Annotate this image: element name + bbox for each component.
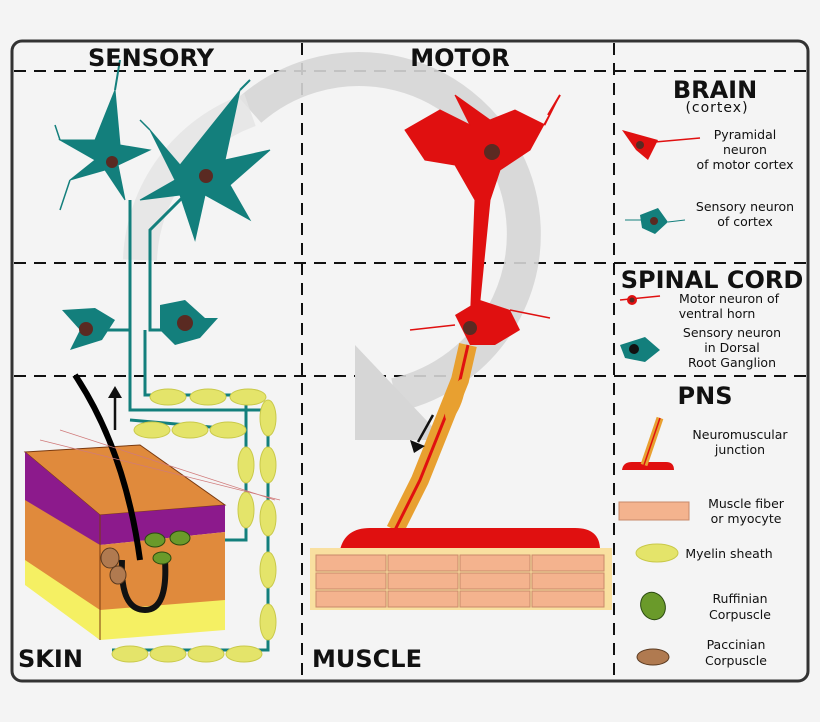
legend-muscle-fiber-line1: Muscle fiber	[708, 496, 785, 511]
legend-pyramidal-line3: of motor cortex	[697, 157, 794, 172]
legend-motor-ventral-line2: ventral horn	[679, 306, 756, 321]
legend-muscle-fiber-line2: or myocyte	[711, 511, 782, 526]
legend-nmj-line1: Neuromuscular	[692, 427, 788, 442]
legend-ruffinian-line1: Ruffinian	[712, 591, 767, 606]
legend-ruffinian-line2: Corpuscle	[709, 607, 771, 622]
neuromuscular-junction-icon	[622, 416, 674, 470]
legend-sensory-dorsal-line3: Root Ganglion	[688, 355, 776, 370]
legend-title-pns: PNS	[678, 382, 733, 410]
sensory-cortex-neuron-left	[54, 59, 152, 211]
legend-motor-ventral-line1: Motor neuron of	[679, 291, 780, 306]
legend-sensory-cortex-line2: of cortex	[717, 214, 772, 229]
legend-title-spinal-cord: SPINAL CORD	[621, 266, 804, 294]
legend-myelin-line1: Myelin sheath	[685, 546, 772, 561]
muscle-block	[310, 548, 612, 610]
sensory-up-arrow	[108, 386, 122, 430]
pyramidal-neuron-icon	[622, 130, 701, 160]
myelin-sheath-icon	[635, 543, 679, 563]
dorsal-ganglion-neuron-right	[160, 300, 218, 345]
paccinian-corpuscle-icon	[636, 648, 670, 666]
motor-down-arrow	[410, 414, 435, 453]
dorsal-ganglion-neuron-left	[62, 308, 115, 350]
legend-paccinian-line1: Paccinian	[707, 637, 766, 652]
legend-sensory-cortex-line1: Sensory neuron	[696, 199, 794, 214]
sensory-myelin-sheath	[111, 388, 277, 663]
region-label-muscle: MUSCLE	[312, 645, 422, 673]
sensory-cortex-neuron-right	[139, 79, 271, 242]
skin-block	[23, 373, 281, 640]
region-label-skin: SKIN	[18, 645, 83, 673]
legend-paccinian-line2: Corpuscle	[705, 653, 767, 668]
motor-pyramidal-neuron	[404, 94, 561, 331]
legend-pyramidal-line2: neuron	[723, 142, 767, 157]
sensory-cortex-neuron-icon	[625, 208, 686, 234]
dorsal-ganglion-neuron-icon	[620, 337, 660, 362]
column-title-sensory: SENSORY	[88, 44, 215, 72]
legend-title-brain: BRAIN	[673, 76, 757, 104]
column-title-motor: MOTOR	[410, 44, 510, 72]
legend-sensory-dorsal-line1: Sensory neuron	[683, 325, 781, 340]
motor-ventral-neuron-icon	[619, 295, 661, 305]
muscle-fiber-icon	[618, 501, 690, 521]
motor-ventral-neuron	[409, 300, 551, 345]
ruffinian-corpuscle-icon	[640, 591, 666, 621]
motor-axon	[386, 342, 477, 535]
legend-nmj-line2: junction	[714, 442, 765, 457]
legend-sensory-dorsal-line2: in Dorsal	[704, 340, 759, 355]
legend-subtitle-cortex: (cortex)	[685, 100, 748, 116]
legend-pyramidal-line1: Pyramidal	[714, 127, 776, 142]
